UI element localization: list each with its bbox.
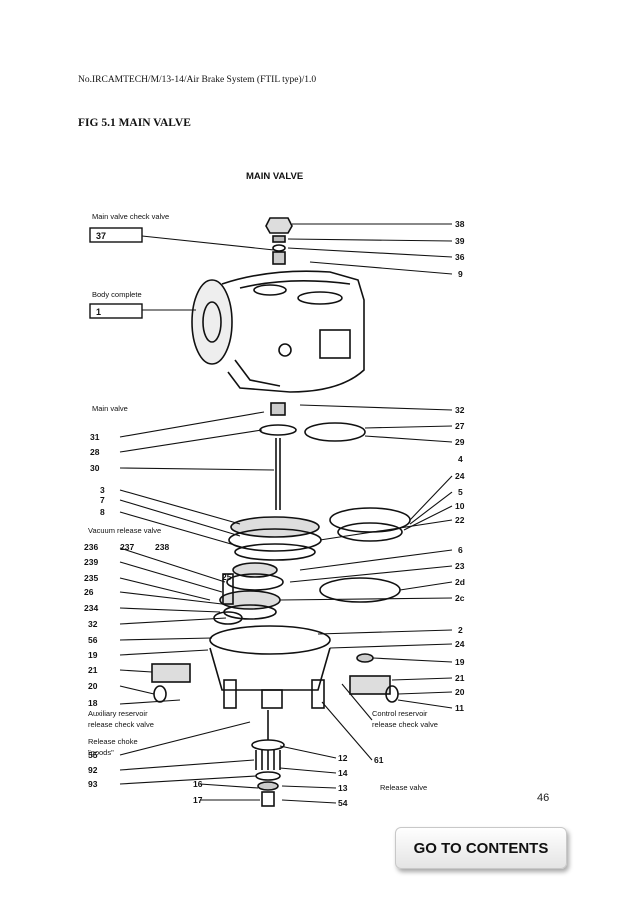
label-vacuum-release-valve: Vacuum release valve xyxy=(88,526,161,535)
box-1-number: 1 xyxy=(96,307,101,317)
bottom-cover xyxy=(151,625,399,709)
box-1 xyxy=(89,303,143,319)
label-control-reservoir: Control reservoir xyxy=(372,709,428,718)
go-to-contents-button[interactable]: GO TO CONTENTS xyxy=(395,827,567,869)
part-number: 32 xyxy=(88,619,98,629)
part-number: 54 xyxy=(338,798,348,808)
part-number: 12 xyxy=(338,753,348,763)
part-number: 3 xyxy=(100,485,105,495)
part-number: 22 xyxy=(455,515,465,525)
label-release-choke: Release choke xyxy=(88,737,138,746)
part-number: 6 xyxy=(458,545,463,555)
part-number: 10 xyxy=(455,501,465,511)
part-number: 26 xyxy=(84,587,94,597)
part-number: 23 xyxy=(455,561,465,571)
part-number: 235 xyxy=(84,573,98,583)
label-release-choke-goods: "goods" xyxy=(88,748,114,757)
part-number: 38 xyxy=(455,219,465,229)
part-number: 18 xyxy=(88,698,98,708)
main-valve-stack xyxy=(213,402,411,625)
label-control-release-check-valve: release check valve xyxy=(372,720,438,729)
part-number: 11 xyxy=(455,703,464,713)
part-number: 5 xyxy=(458,487,463,497)
part-number: 239 xyxy=(84,557,98,567)
part-number: 92 xyxy=(88,765,98,775)
part-number: 19 xyxy=(88,650,98,660)
part-number: 20 xyxy=(88,681,98,691)
page-number: 46 xyxy=(537,792,550,804)
part-number: 20 xyxy=(455,687,465,697)
label-aux-release-check-valve: release check valve xyxy=(88,720,154,729)
part-number: 16 xyxy=(193,779,203,789)
part-number: 17 xyxy=(193,795,203,805)
part-number: 27 xyxy=(455,421,465,431)
part-number: 31 xyxy=(90,432,100,442)
part-number: 4 xyxy=(458,454,463,464)
leader-lines xyxy=(119,223,453,804)
label-main-valve-check-valve: Main valve check valve xyxy=(92,212,169,221)
part-number: 56 xyxy=(88,635,98,645)
part-number: 2 xyxy=(458,625,463,635)
box-37 xyxy=(89,227,143,243)
valve-body xyxy=(191,270,365,393)
part-number: 8 xyxy=(100,507,105,517)
label-release-valve: Release valve xyxy=(380,783,427,792)
release-choke-parts xyxy=(251,710,285,807)
part-number: 24 xyxy=(455,471,465,481)
part-number: 29 xyxy=(455,437,465,447)
part-number: 21 xyxy=(88,665,98,675)
part-number: 237 xyxy=(120,542,134,552)
box-37-number: 37 xyxy=(96,231,106,241)
part-number: 30 xyxy=(90,463,100,473)
part-number: 7 xyxy=(100,495,105,505)
part-number: 28 xyxy=(90,447,100,457)
drawing-title: MAIN VALVE xyxy=(246,171,303,182)
figure-title: FIG 5.1 MAIN VALVE xyxy=(78,117,191,129)
part-number: 13 xyxy=(338,783,348,793)
document-reference: No.IRCAMTECH/M/13-14/Air Brake System (F… xyxy=(78,75,317,85)
part-number: 2c xyxy=(455,593,465,603)
part-number: 32 xyxy=(455,405,465,415)
label-body-complete: Body complete xyxy=(92,290,142,299)
part-number: 93 xyxy=(88,779,98,789)
part-number: 55 xyxy=(88,750,98,760)
part-number: 25 xyxy=(222,572,232,582)
label-auxiliary-reservoir: Auxiliary reservoir xyxy=(88,709,148,718)
part-number: 21 xyxy=(455,673,465,683)
part-number: 236 xyxy=(84,542,98,552)
part-number: 9 xyxy=(458,269,463,279)
part-number: 19 xyxy=(455,657,465,667)
part-number: 14 xyxy=(338,768,348,778)
part-number: 234 xyxy=(84,603,98,613)
part-number: 238 xyxy=(155,542,169,552)
part-number: 61 xyxy=(374,755,384,765)
part-number: 36 xyxy=(455,252,465,262)
part-number: 39 xyxy=(455,236,465,246)
label-main-valve: Main valve xyxy=(92,404,128,413)
check-valve-cap xyxy=(265,217,293,265)
part-number: 24 xyxy=(455,639,465,649)
part-number: 2d xyxy=(455,577,465,587)
